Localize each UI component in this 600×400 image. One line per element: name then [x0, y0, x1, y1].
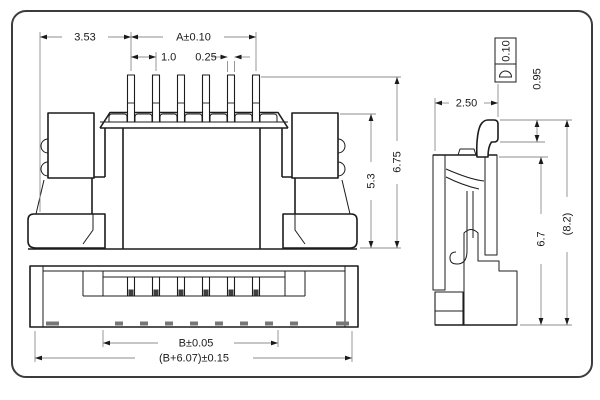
- side-top-bump: [457, 148, 477, 156]
- dim-label-a: A±0.10: [176, 32, 211, 44]
- side-left-wall: [432, 154, 446, 291]
- side-hold-down-lever: [475, 119, 499, 158]
- dim-height-total: 6.75: [261, 76, 404, 249]
- side-section-view: [432, 119, 518, 326]
- dim-side-height-total: (8.2): [520, 120, 574, 326]
- dim-tip-drop: 0.95: [500, 68, 572, 143]
- front-right-foot: [282, 213, 358, 249]
- front-top-bumps: [108, 113, 278, 122]
- bottom-pins: [126, 276, 261, 297]
- dim-label-2-50: 2.50: [456, 98, 477, 110]
- front-view: [27, 74, 358, 250]
- dim-label-5-3: 5.3: [366, 173, 378, 188]
- dim-width-b: B±0.05: [102, 330, 279, 350]
- drawing-frame: [11, 10, 593, 378]
- dim-label-b: B±0.05: [179, 338, 214, 350]
- dim-label-b-total: (B+6.07)±0.15: [159, 353, 229, 365]
- bottom-solder-pads: [46, 321, 349, 326]
- dim-label-8-2: (8.2): [562, 213, 574, 236]
- tolerance-value: 0.10: [501, 40, 513, 61]
- bottom-view: [29, 265, 359, 328]
- dim-label-6-7: 6.7: [536, 231, 548, 246]
- dim-label-0-25: 0.25: [195, 52, 216, 64]
- dim-offset-left: 3.53: [39, 32, 131, 212]
- front-pins: [126, 74, 261, 123]
- dim-depth: 2.50: [434, 84, 499, 151]
- dim-label-1-0: 1.0: [161, 52, 176, 64]
- dim-width-total: (B+6.07)±0.15: [34, 331, 353, 365]
- front-left-bumps: [40, 138, 49, 154]
- side-slider-foot: [463, 229, 518, 326]
- side-right-wall: [484, 154, 498, 256]
- dim-height-body: 5.3: [340, 113, 378, 248]
- front-left-block: [47, 112, 95, 179]
- dim-pin-width: 0.25: [195, 52, 250, 72]
- side-contact-spring: [449, 191, 468, 265]
- dim-pin-span: A±0.10: [130, 32, 257, 71]
- tolerance-frame: 0.10: [494, 37, 517, 83]
- profile-of-a-surface-icon: [498, 70, 513, 78]
- dim-label-6-75: 6.75: [392, 151, 404, 172]
- dim-side-height-body: 6.7: [499, 156, 548, 325]
- front-right-bumps: [337, 138, 346, 154]
- dim-label-0-95: 0.95: [532, 68, 544, 89]
- front-right-block: [291, 112, 339, 179]
- dim-pin-pitch: 1.0: [131, 52, 176, 71]
- dim-label-3-53: 3.53: [74, 32, 95, 44]
